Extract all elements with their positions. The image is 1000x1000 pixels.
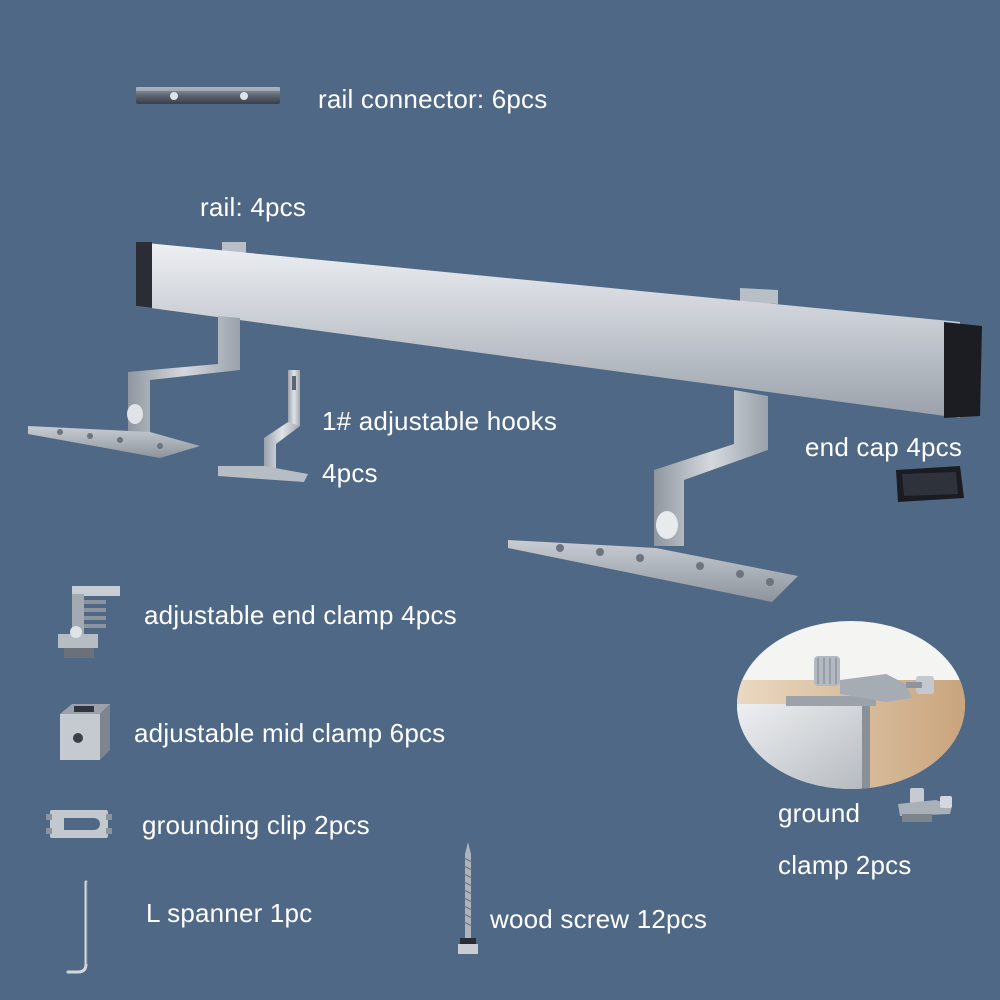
hooks-label-line1: 1# adjustable hooks bbox=[322, 406, 558, 436]
grounding-clip-icon bbox=[46, 806, 112, 842]
end-cap-icon bbox=[894, 466, 966, 504]
hooks-label-line2: 4pcs bbox=[322, 458, 378, 488]
wood-screw-label: wood screw 12pcs bbox=[490, 904, 708, 934]
l-spanner-icon bbox=[64, 880, 100, 976]
wood-screw-icon bbox=[454, 840, 482, 960]
rail-icon bbox=[28, 242, 982, 602]
ground-clamp-label-line2: clamp 2pcs bbox=[778, 850, 912, 880]
end-clamp-label: adjustable end clamp 4pcs bbox=[144, 600, 457, 630]
ground-clamp-icon bbox=[892, 786, 958, 826]
ground-clamp-label-line1: ground bbox=[778, 798, 861, 828]
end-clamp-icon bbox=[50, 582, 126, 666]
rail-connector-icon bbox=[136, 84, 282, 108]
end-cap-label: end cap 4pcs bbox=[805, 432, 963, 462]
grounding-clip-label: grounding clip 2pcs bbox=[142, 810, 370, 840]
spanner-label: L spanner 1pc bbox=[146, 898, 313, 928]
mid-clamp-icon bbox=[56, 700, 112, 768]
ground-clamp-photo bbox=[736, 620, 966, 790]
rail-label: rail: 4pcs bbox=[200, 192, 307, 222]
mid-clamp-label: adjustable mid clamp 6pcs bbox=[134, 718, 446, 748]
rail-connector-label: rail connector: 6pcs bbox=[318, 84, 548, 114]
roof-hook-icon bbox=[216, 368, 312, 488]
